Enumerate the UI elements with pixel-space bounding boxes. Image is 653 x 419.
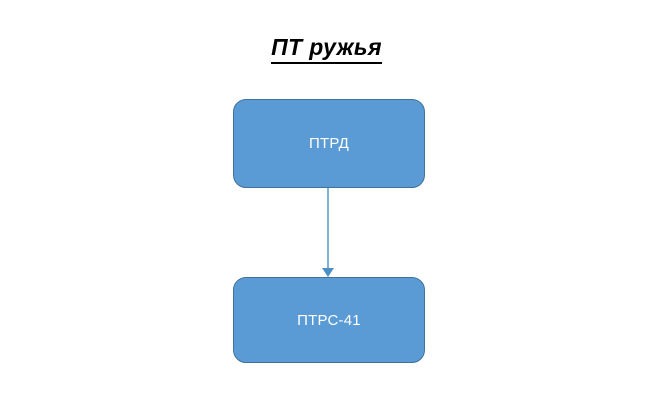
connector-arrowhead-icon [322,268,334,277]
page-title: ПТ ружья [0,34,653,64]
page-title-text: ПТ ружья [271,34,382,64]
node-ptrd-label: ПТРД [309,135,349,152]
node-ptrs41-label: ПТРС-41 [297,311,361,329]
node-ptrs41[interactable]: ПТРС-41 [233,277,425,363]
node-ptrd[interactable]: ПТРД [233,99,425,188]
